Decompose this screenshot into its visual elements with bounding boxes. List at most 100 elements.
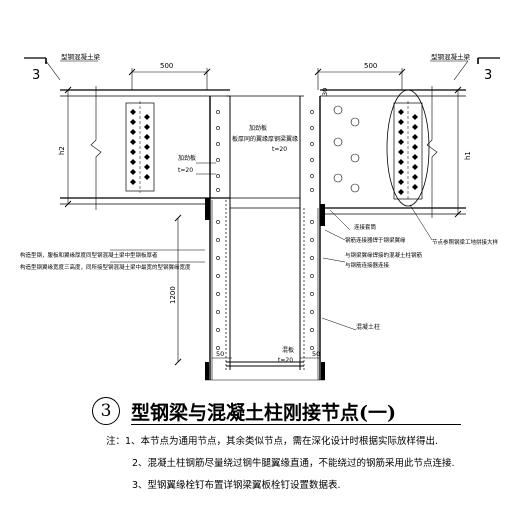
stiffener-center-2: 板厚同的翼缘厚钢梁翼缘 xyxy=(232,135,298,143)
section-mark-left: 3 xyxy=(24,57,47,83)
shear-stud xyxy=(216,158,220,162)
bolt xyxy=(144,174,150,180)
right-note-2: 钢筋连接器焊于钢梁翼缘 xyxy=(345,236,406,244)
bolt xyxy=(398,129,404,135)
shear-stud xyxy=(216,328,220,332)
shear-stud xyxy=(216,292,220,296)
shear-stud-group xyxy=(216,105,360,350)
bolt xyxy=(398,159,404,165)
bolt xyxy=(144,134,150,140)
right-note-3: 与钢梁翼缘焊接的混凝土柱钢筋 xyxy=(345,251,423,259)
stiffener-center-t: t=20 xyxy=(272,146,287,153)
bolt xyxy=(398,139,404,145)
bolt xyxy=(412,114,418,120)
title-number: 3 xyxy=(92,397,120,425)
rebar-hole xyxy=(350,183,360,193)
node-note: 节点参照钢梁工地拼接大样 xyxy=(432,238,499,246)
dim-left-500-label: 500 xyxy=(160,62,173,70)
note-3: 3、型钢翼缘栓钉布置详钢梁翼板栓钉设置数据表. xyxy=(132,480,341,491)
stiffener-center-1: 加劲板 xyxy=(249,124,267,132)
shear-stud xyxy=(216,188,220,192)
bolt xyxy=(144,114,150,120)
dim-left-500: 500 xyxy=(128,62,211,90)
concrete-column xyxy=(205,95,325,381)
bolt xyxy=(398,119,404,125)
bolt xyxy=(398,169,404,175)
shear-stud xyxy=(310,328,314,332)
bolt xyxy=(398,179,404,185)
left-beam-label: 型钢混凝土梁 xyxy=(61,52,101,61)
dim-h2: h2 xyxy=(58,86,72,208)
bolt xyxy=(130,169,136,175)
bolt xyxy=(412,144,418,150)
bolt xyxy=(412,154,418,160)
right-beam xyxy=(320,86,466,218)
bolt xyxy=(130,129,136,135)
dim-right-500: 500 xyxy=(314,62,406,90)
shear-stud xyxy=(216,220,220,224)
shear-stud xyxy=(216,142,220,146)
bolt-group xyxy=(130,109,418,195)
bolt xyxy=(412,184,418,190)
rebar-group xyxy=(225,200,305,370)
shear-stud xyxy=(310,310,314,314)
shear-stud xyxy=(310,256,314,260)
shear-stud xyxy=(216,174,220,178)
rebar-hole xyxy=(333,173,343,183)
dim-50-right-label: 50 xyxy=(312,350,320,358)
stiffener-left-label: 加劲板 xyxy=(178,154,196,162)
dim-1200: 1200 xyxy=(169,214,182,366)
rebar-hole xyxy=(333,137,343,147)
left-note-1: 构造型钢，腹板和翼缘厚度同型钢混凝土梁中型钢板厚者 xyxy=(20,251,158,259)
title-underline xyxy=(131,424,461,426)
bolt xyxy=(130,159,136,165)
left-note-2: 构造型钢翼缘宽度三高度，同所接型钢混凝土梁中最宽的型钢翼缘宽度 xyxy=(20,263,191,271)
bolt xyxy=(398,149,404,155)
dim-h1: h1 xyxy=(454,86,472,218)
bolt xyxy=(398,109,404,115)
shear-stud xyxy=(310,220,314,224)
bottom-plate-label: 混板 xyxy=(282,346,294,354)
shear-stud xyxy=(310,126,314,130)
shear-stud xyxy=(310,110,314,114)
dim-30-label: 30 xyxy=(321,88,329,96)
rebar-hole xyxy=(350,153,360,163)
bolt xyxy=(412,134,418,140)
bolt xyxy=(144,124,150,130)
dim-right-500-label: 500 xyxy=(364,62,377,70)
shear-stud xyxy=(310,174,314,178)
bolt xyxy=(412,164,418,170)
shear-stud xyxy=(310,158,314,162)
bottom-plate-t: t=20 xyxy=(278,357,293,364)
bolt xyxy=(130,139,136,145)
section-left-label: 3 xyxy=(32,68,40,83)
dim-50-left-label: 50 xyxy=(216,350,224,358)
shear-stud xyxy=(216,310,220,314)
bolt xyxy=(144,154,150,160)
concrete-column-label: 混凝土柱 xyxy=(356,323,380,331)
drawing-title: 型钢梁与混凝土柱刚接节点(一) xyxy=(131,402,396,424)
note-2: 2、混凝土柱钢筋尽量绕过钢牛腿翼缘直通，不能绕过的钢筋采用此节点连接. xyxy=(132,458,455,469)
shear-stud xyxy=(310,274,314,278)
shear-stud xyxy=(216,274,220,278)
section-mark-right: 3 xyxy=(477,57,500,83)
bolt xyxy=(398,189,404,195)
shear-stud xyxy=(310,346,314,350)
shear-stud xyxy=(216,110,220,114)
shear-stud xyxy=(310,238,314,242)
shear-stud xyxy=(310,188,314,192)
bolt xyxy=(130,119,136,125)
rebar-hole xyxy=(350,117,360,127)
dim-1200-label: 1200 xyxy=(169,286,177,304)
bolt xyxy=(412,174,418,180)
section-right-label: 3 xyxy=(484,68,492,83)
bolt xyxy=(130,149,136,155)
shear-stud xyxy=(216,256,220,260)
dim-h2-label: h2 xyxy=(58,146,66,155)
dim-h1-label: h1 xyxy=(464,151,472,160)
shear-stud xyxy=(216,238,220,242)
shear-stud xyxy=(310,142,314,146)
bolt xyxy=(412,124,418,130)
